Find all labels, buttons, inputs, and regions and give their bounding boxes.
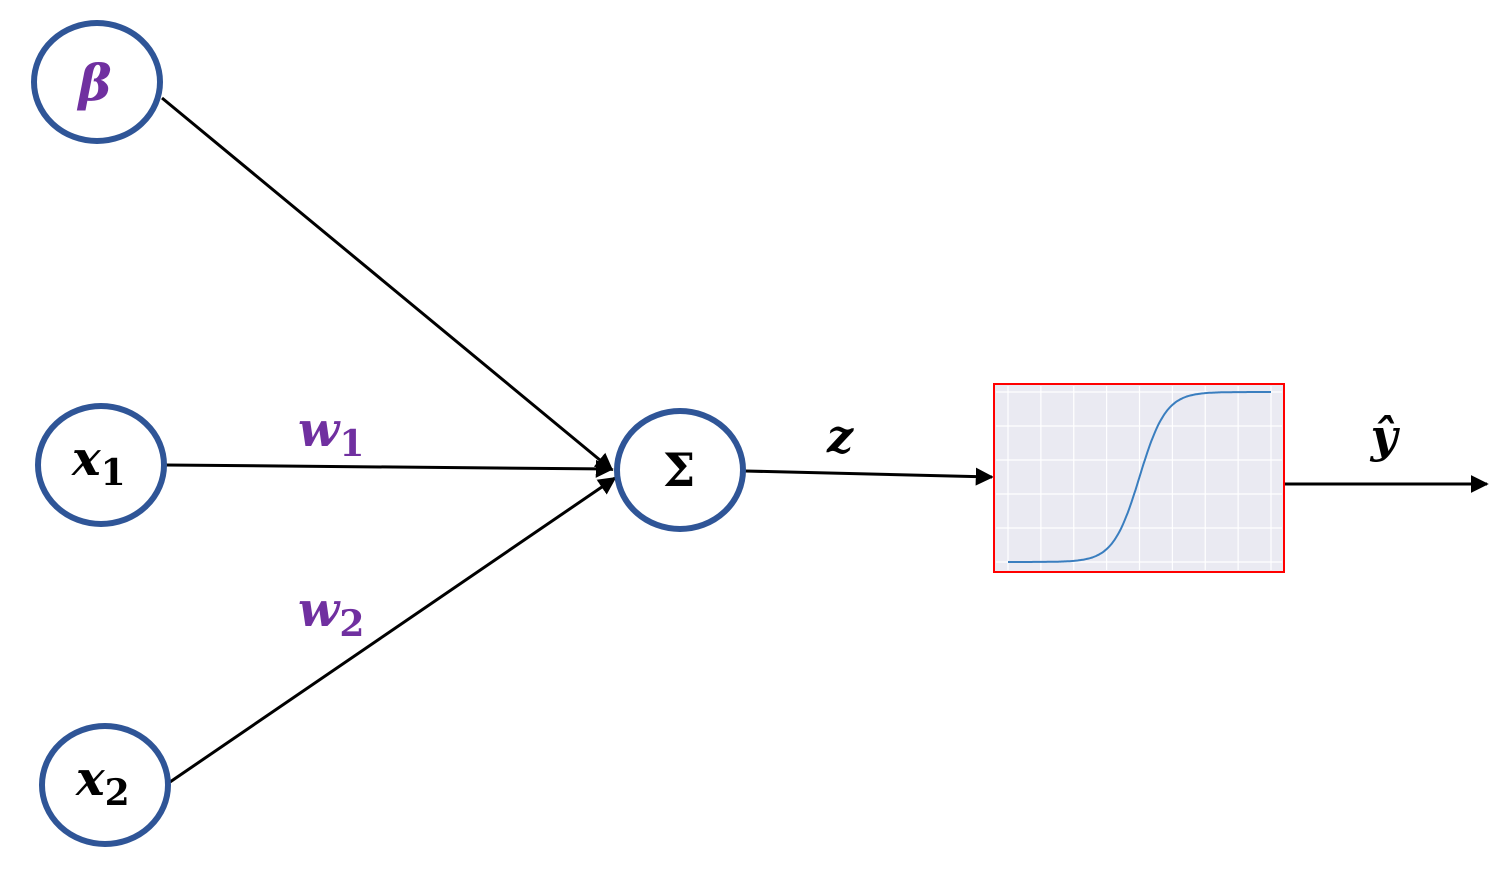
edge-bias-to-sum [161,96,614,472]
w2-label: w [298,582,341,638]
w1-label: w [298,402,341,458]
input-node-x2: x2 [39,723,171,847]
x1-label: x [71,431,102,487]
x2-subscript: 2 [105,772,130,814]
svg-text:w2: w2 [298,582,364,645]
edge-sum-to-activation [744,467,994,486]
sigmoid-curve [1008,391,1271,563]
sigmoid-activation-box [993,383,1285,573]
bias-node: β [31,20,163,144]
sum-label: Σ [663,443,696,497]
summation-node: Σ [614,408,746,532]
w2-subscript: 2 [339,603,364,645]
w1-subscript: 1 [339,423,364,465]
x1-subscript: 1 [101,452,126,494]
x2-label: x [75,751,106,807]
svg-text:w1: w1 [298,402,364,465]
edge-x1-to-sum [164,459,614,478]
z-label: z [826,409,854,463]
edge-x2-to-sum [169,476,617,784]
output-label: ŷ [1370,409,1401,463]
svg-text:x2: x2 [75,751,130,814]
bias-label: β [76,53,111,112]
input-node-x1: x1 [35,403,167,527]
svg-text:x1: x1 [71,431,126,494]
